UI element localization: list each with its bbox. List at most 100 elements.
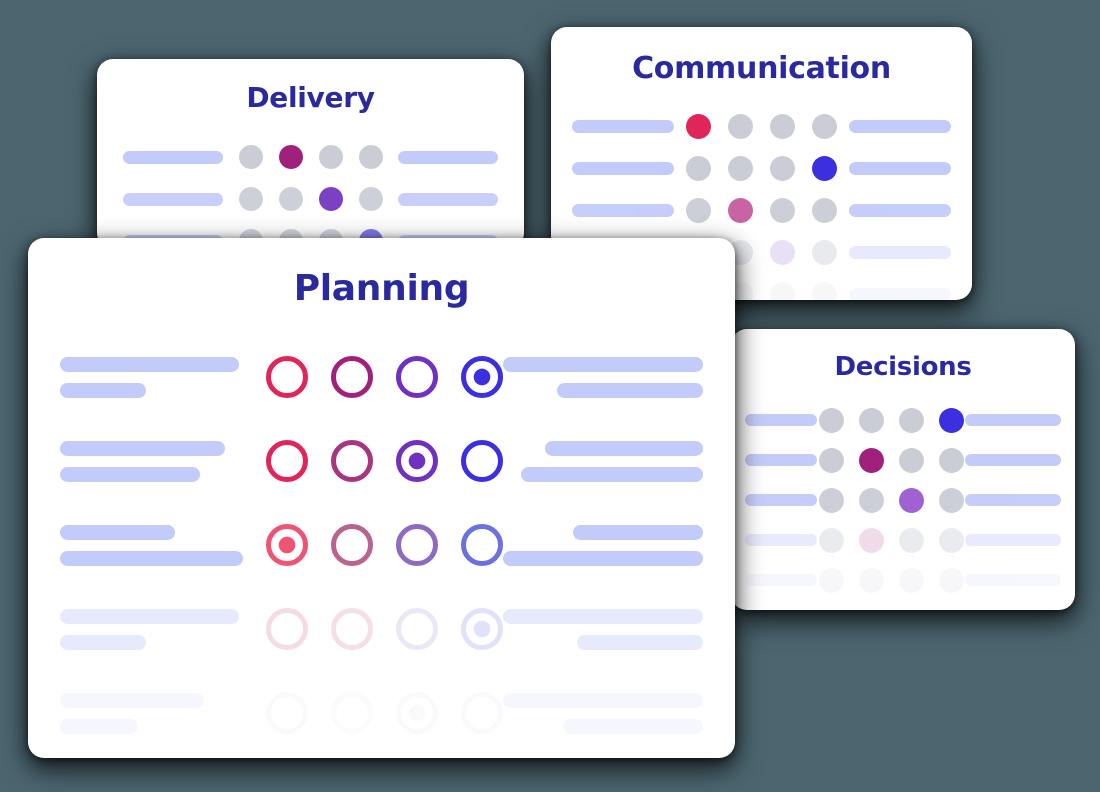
choice-dot-unselected[interactable] [818, 487, 844, 513]
survey-row [572, 189, 951, 231]
card-delivery[interactable]: Delivery [97, 59, 524, 249]
choice-dot-selected[interactable] [686, 113, 711, 139]
choice-dot-unselected[interactable] [238, 145, 263, 169]
choice-dot-selected[interactable] [858, 447, 884, 473]
choice-dot-unselected[interactable] [858, 407, 884, 433]
choice-dot-unselected[interactable] [358, 145, 383, 169]
radio-button-unselected[interactable] [460, 524, 503, 566]
placeholder-bar [60, 356, 240, 372]
choice-dot-unselected[interactable] [812, 239, 837, 265]
radio-button-unselected[interactable] [395, 608, 438, 650]
radio-button-unselected[interactable] [330, 440, 373, 482]
choice-dot-selected[interactable] [812, 155, 837, 181]
choice-dot-unselected[interactable] [898, 527, 924, 553]
choice-group [265, 524, 503, 566]
row-label-right [502, 608, 703, 650]
radio-button-unselected[interactable] [330, 524, 373, 566]
placeholder-bar [849, 203, 951, 217]
radio-button-unselected[interactable] [265, 356, 308, 398]
placeholder-bar [745, 574, 817, 586]
choice-dot-unselected[interactable] [818, 447, 844, 473]
choice-dot-selected[interactable] [318, 187, 343, 211]
radio-button-selected[interactable] [395, 440, 438, 482]
survey-row [60, 587, 703, 671]
choice-dot-unselected[interactable] [770, 155, 795, 181]
choice-dot-unselected[interactable] [938, 487, 964, 513]
placeholder-bar [572, 161, 674, 175]
placeholder-bar [965, 454, 1061, 466]
placeholder-bar [572, 203, 674, 217]
choice-group [817, 527, 965, 553]
choice-dot-unselected[interactable] [358, 187, 383, 211]
choice-group [265, 440, 503, 482]
choice-dot-selected[interactable] [278, 145, 303, 169]
choice-dot-unselected[interactable] [278, 187, 303, 211]
radio-button-unselected[interactable] [330, 356, 373, 398]
radio-button-unselected[interactable] [265, 608, 308, 650]
card-title-communication: Communication [632, 51, 891, 86]
choice-dot-unselected[interactable] [818, 527, 844, 553]
choice-dot-unselected[interactable] [898, 407, 924, 433]
placeholder-bar [849, 245, 951, 259]
radio-button-unselected[interactable] [265, 692, 308, 734]
placeholder-bar [562, 718, 703, 734]
radio-button-unselected[interactable] [460, 692, 503, 734]
choice-dot-unselected[interactable] [770, 281, 795, 300]
choice-dot-unselected[interactable] [938, 447, 964, 473]
choice-dot-unselected[interactable] [770, 113, 795, 139]
row-label-right [503, 440, 703, 482]
radio-button-selected[interactable] [460, 608, 503, 650]
radio-button-selected[interactable] [395, 692, 438, 734]
choice-dot-selected[interactable] [938, 407, 964, 433]
choice-group [265, 356, 503, 398]
choice-dot-unselected[interactable] [318, 145, 343, 169]
survey-row [60, 503, 703, 587]
placeholder-bar [745, 494, 817, 506]
radio-button-unselected[interactable] [460, 440, 503, 482]
survey-row [745, 480, 1061, 520]
choice-dot-selected[interactable] [728, 197, 753, 223]
radio-button-unselected[interactable] [395, 356, 438, 398]
choice-dot-selected[interactable] [858, 527, 884, 553]
row-label-left [123, 192, 223, 206]
radio-button-unselected[interactable] [330, 608, 373, 650]
card-planning[interactable]: Planning [28, 238, 735, 758]
choice-dot-unselected[interactable] [858, 567, 884, 593]
choice-dot-unselected[interactable] [812, 281, 837, 300]
radio-button-unselected[interactable] [265, 440, 308, 482]
placeholder-bar [60, 718, 139, 734]
card-title-delivery: Delivery [246, 81, 375, 114]
choice-dot-unselected[interactable] [238, 187, 263, 211]
survey-row [745, 520, 1061, 560]
card-decisions[interactable]: Decisions [731, 329, 1075, 610]
choice-group [817, 567, 965, 593]
choice-dot-unselected[interactable] [898, 567, 924, 593]
placeholder-bar [965, 494, 1061, 506]
choice-dot-unselected[interactable] [858, 487, 884, 513]
row-label-right [502, 524, 703, 566]
choice-dot-unselected[interactable] [812, 197, 837, 223]
placeholder-bar [544, 440, 703, 456]
row-label-left [60, 608, 266, 650]
radio-button-unselected[interactable] [330, 692, 373, 734]
row-label-right [849, 245, 951, 259]
choice-dot-unselected[interactable] [770, 197, 795, 223]
choice-dot-unselected[interactable] [818, 407, 844, 433]
choice-dot-selected[interactable] [770, 239, 795, 265]
choice-dot-unselected[interactable] [728, 113, 753, 139]
radio-button-unselected[interactable] [395, 524, 438, 566]
choice-dot-unselected[interactable] [812, 113, 837, 139]
choice-dot-unselected[interactable] [686, 155, 711, 181]
choice-dot-unselected[interactable] [898, 447, 924, 473]
choice-dot-unselected[interactable] [818, 567, 844, 593]
radio-button-selected[interactable] [265, 524, 308, 566]
radio-button-selected[interactable] [460, 356, 503, 398]
choice-dot-unselected[interactable] [938, 527, 964, 553]
choice-dot-unselected[interactable] [686, 197, 711, 223]
survey-row [745, 560, 1061, 600]
choice-dot-selected[interactable] [898, 487, 924, 513]
placeholder-bar [398, 150, 498, 164]
placeholder-bar [965, 414, 1061, 426]
choice-dot-unselected[interactable] [938, 567, 964, 593]
choice-dot-unselected[interactable] [728, 155, 753, 181]
